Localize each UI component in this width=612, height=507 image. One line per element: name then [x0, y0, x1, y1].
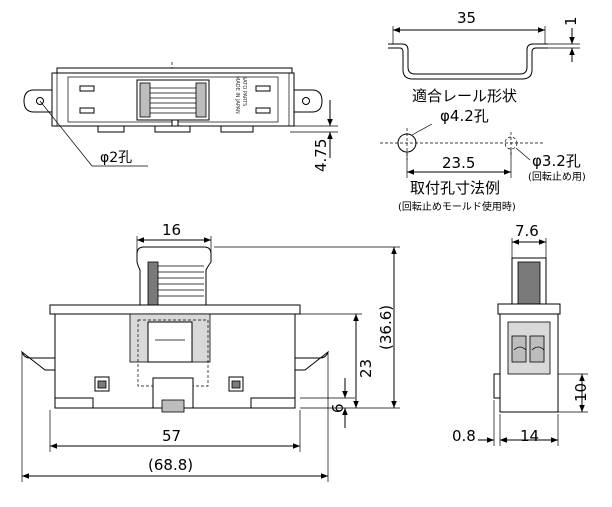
right-terminal-tab — [293, 89, 323, 113]
part-marking-line: MADE IN JAPAN — [234, 76, 240, 114]
overall-width-dimension: (68.8) — [148, 456, 193, 474]
terminal-window — [255, 107, 271, 114]
bottom-clip-mid — [154, 125, 191, 133]
rail-width-dimension: 35 — [457, 9, 476, 27]
terminal-window — [255, 85, 271, 92]
part-marking-line: SATO PARTS — [241, 76, 247, 106]
hole-pitch-dimension: 23.5 — [442, 154, 475, 172]
small-hole-note: (回転止め用) — [528, 171, 586, 183]
overall-height-dimension: (36.6) — [377, 305, 395, 350]
bottom-clip-left — [97, 125, 125, 133]
side-width-dimension: 14 — [520, 427, 539, 445]
rail-thickness-dimension: 1 — [562, 16, 580, 26]
cover-plate — [49, 304, 301, 315]
right-blade — [294, 350, 330, 371]
height-dimension: 4.75 — [312, 139, 330, 172]
terminal-window — [79, 85, 95, 92]
terminal-window — [79, 107, 95, 114]
rail-profile: 35 1 適合レール形状 — [388, 9, 580, 105]
top-rail-strip — [56, 67, 293, 74]
rail-caption: 適合レール形状 — [412, 87, 517, 105]
hole-label: φ2孔 — [100, 150, 132, 166]
top-view: MADE IN JAPAN SATO PARTS φ2孔 4.75 — [23, 62, 338, 172]
left-blade — [20, 350, 56, 371]
base-dimension: 6 — [329, 403, 347, 413]
side-lever-width-dimension: 7.6 — [515, 222, 539, 240]
side-view: 7.6 10 0.8 14 — [452, 222, 590, 446]
large-hole-label: φ4.2孔 — [440, 107, 489, 125]
small-hole-label: φ3.2孔 — [532, 152, 581, 170]
side-height-dimension: 10 — [572, 383, 590, 402]
front-view: 16 23 (36.6) 6 57 (68.8) — [20, 221, 400, 482]
bottom-clip-right — [220, 125, 254, 133]
body-height-dimension: 23 — [357, 359, 375, 378]
mounting-caption: 取付孔寸法例 — [410, 179, 500, 197]
mounting-caption-note: (回転止めモールド使用時) — [398, 200, 516, 213]
left-tab-hole — [36, 97, 44, 105]
lever-width-dimension: 16 — [162, 221, 181, 239]
width-dimension: 57 — [162, 427, 181, 445]
right-tab-hole — [302, 97, 310, 105]
left-terminal-tab — [23, 89, 53, 113]
mounting-hole-example: φ4.2孔 23.5 φ3.2孔 (回転止め用) 取付孔寸法例 (回転止めモール… — [380, 107, 586, 213]
side-offset-dimension: 0.8 — [452, 427, 476, 445]
hole-leader — [39, 100, 93, 167]
